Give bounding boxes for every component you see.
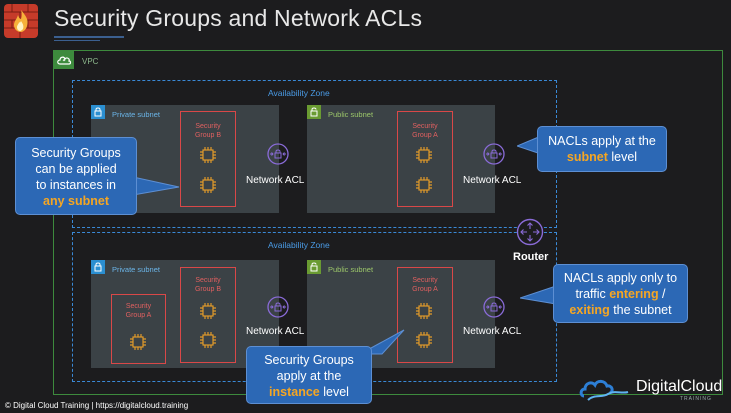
callout-highlight: subnet xyxy=(566,150,608,164)
router-icon xyxy=(516,218,544,246)
vpc-label: VPC xyxy=(82,57,99,66)
security-group-a-az2-private: Security Group A xyxy=(111,294,166,364)
security-group-a-az2-public: Security Group A xyxy=(397,267,453,363)
vpc-cloud-icon xyxy=(54,51,74,69)
callout-text: traffic xyxy=(575,287,610,301)
callout-nacl-subnet: NACLs apply at the subnet level xyxy=(505,126,667,174)
security-group-label: Security xyxy=(195,123,221,130)
callout-text: apply at the xyxy=(276,369,342,383)
public-subnet-1 xyxy=(307,105,495,213)
availability-zone-1-label: Availability Zone xyxy=(268,88,330,98)
logo-wordmark: DigitalCloud xyxy=(636,378,723,395)
security-group-b-az1: Security Group B xyxy=(180,111,236,207)
instance-chip-icon xyxy=(198,301,218,321)
cloud-logo-icon xyxy=(579,379,629,401)
vpc-boundary xyxy=(53,50,723,395)
callout-text: Security Groups xyxy=(264,353,354,367)
callout-text: NACLs apply only to xyxy=(563,271,678,285)
logo-tagline: TRAINING xyxy=(680,396,712,402)
callout-pointer xyxy=(133,176,180,196)
security-group-label: Group B xyxy=(194,286,222,293)
network-acl-label: Network ACL xyxy=(463,175,522,186)
page-title: Security Groups and Network ACLs xyxy=(54,5,423,31)
title-underline-secondary xyxy=(54,40,100,41)
private-subnet-1-label: Private subnet xyxy=(112,110,160,119)
security-group-label: Group B xyxy=(194,132,222,139)
callout-highlight: instance xyxy=(269,385,320,399)
private-subnet-lock-icon xyxy=(91,105,105,119)
private-subnet-lock-icon xyxy=(91,260,105,274)
security-group-a-az1-public: Security Group A xyxy=(397,111,453,207)
network-acl-label: Network ACL xyxy=(463,326,522,337)
security-group-label: Security xyxy=(195,277,221,284)
security-group-label: Security xyxy=(412,123,438,130)
security-group-label: Security xyxy=(412,277,438,284)
callout-highlight: any subnet xyxy=(43,194,109,208)
network-acl-icon xyxy=(483,296,505,318)
network-acl-icon xyxy=(483,143,505,165)
router-label: Router xyxy=(513,251,549,263)
public-subnet-1-label: Public subnet xyxy=(328,110,374,119)
instance-chip-icon xyxy=(414,301,434,321)
digitalcloud-logo xyxy=(578,372,728,408)
network-acl-label: Network ACL xyxy=(246,175,305,186)
footer-copyright: © Digital Cloud Training | https://digit… xyxy=(5,401,189,410)
callout-text: level xyxy=(607,150,638,164)
security-group-label: Security xyxy=(125,303,152,310)
callout-highlight: entering xyxy=(609,287,659,301)
instance-chip-icon xyxy=(128,332,148,352)
callout-sg-any-subnet: Security Groups can be applied to instan… xyxy=(15,137,180,215)
security-group-label: Group A xyxy=(412,286,438,293)
network-acl-icon xyxy=(267,143,289,165)
instance-chip-icon xyxy=(414,330,434,350)
security-group-label: Group A xyxy=(412,132,438,139)
callout-nacl-traffic: NACLs apply only to traffic entering / e… xyxy=(520,264,690,324)
instance-chip-icon xyxy=(198,330,218,350)
instance-chip-icon xyxy=(198,175,218,195)
instance-chip-icon xyxy=(414,145,434,165)
firewall-icon xyxy=(4,4,38,38)
callout-text: Security Groups xyxy=(31,146,121,160)
instance-chip-icon xyxy=(414,175,434,195)
title-underline xyxy=(54,36,124,38)
security-group-b-az2: Security Group B xyxy=(180,267,236,363)
callout-text: can be applied xyxy=(35,162,117,176)
security-group-label: Group A xyxy=(125,312,152,319)
public-subnet-lock-icon xyxy=(307,105,321,119)
callout-text: NACLs apply at the xyxy=(548,134,656,148)
callout-text: level xyxy=(319,385,349,399)
public-subnet-2-label: Public subnet xyxy=(328,265,374,274)
callout-highlight: exiting xyxy=(569,303,610,317)
network-acl-icon xyxy=(267,296,289,318)
instance-chip-icon xyxy=(198,145,218,165)
private-subnet-2-label: Private subnet xyxy=(112,265,160,274)
callout-text: to instances in xyxy=(36,178,116,192)
availability-zone-2-label: Availability Zone xyxy=(268,240,330,250)
callout-sg-instance: Security Groups apply at the instance le… xyxy=(246,326,416,406)
public-subnet-lock-icon xyxy=(307,260,321,274)
callout-text: / xyxy=(658,287,666,301)
callout-text: the subnet xyxy=(609,303,672,317)
network-acl-label: Network ACL xyxy=(246,326,305,337)
